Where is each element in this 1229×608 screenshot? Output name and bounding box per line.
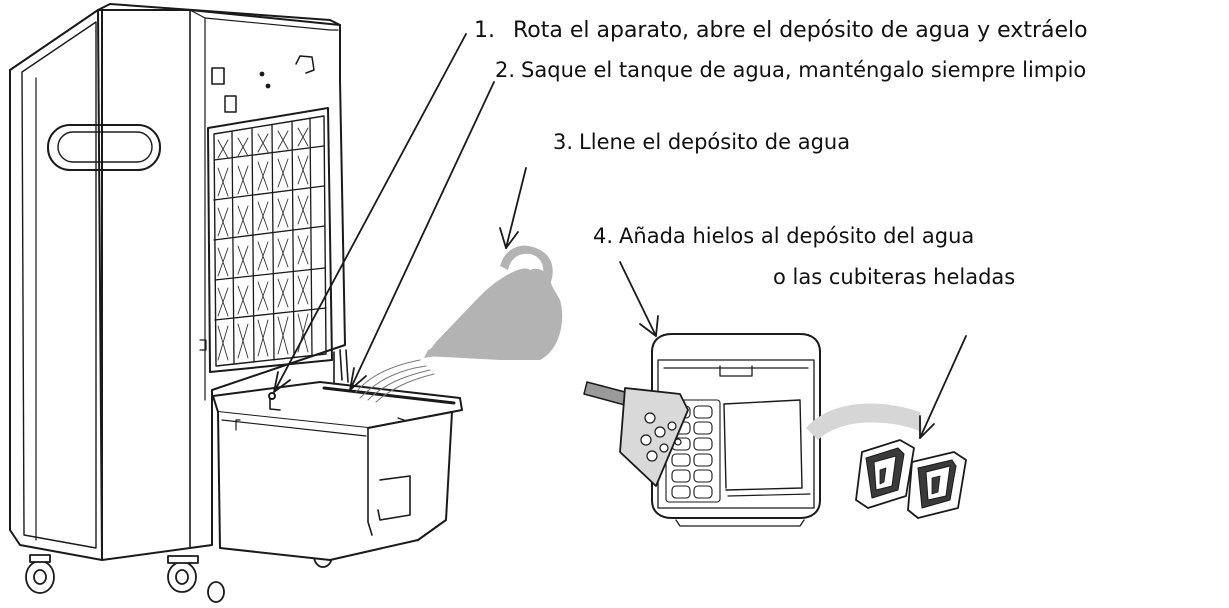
- step-2-label: 2.Saque el tanque de agua, manténgalo si…: [495, 60, 1086, 81]
- ice-flow-arrow-icon: [806, 403, 922, 440]
- watering-can-icon: [424, 245, 563, 360]
- step-2-text: Saque el tanque de agua, manténgalo siem…: [521, 58, 1087, 82]
- step-4-text: Añada hielos al depósito del agua: [619, 224, 975, 248]
- arrow-step-2: [349, 81, 495, 391]
- ice-tray-tank-icon: [651, 333, 821, 527]
- step-4-number: 4.: [593, 224, 614, 248]
- arrow-step-1: [273, 33, 467, 393]
- arrow-ice-packs: [919, 335, 967, 439]
- step-3-text: Llene el depósito de agua: [579, 130, 851, 154]
- step-3-number: 3.: [553, 130, 574, 154]
- step-2-number: 2.: [495, 58, 516, 82]
- step-1-number: 1.: [474, 18, 495, 43]
- step-1-label: 1. Rota el aparato, abre el depósito de a…: [474, 20, 1088, 42]
- arrow-step-3: [499, 167, 527, 249]
- step-4-label: 4.Añada hielos al depósito del agua: [593, 226, 974, 247]
- arrow-step-4: [619, 261, 659, 337]
- water-tank-icon: [212, 349, 463, 561]
- step-1-text: Rota el aparato, abre el depósito de agu…: [513, 18, 1088, 43]
- air-cooler-unit-icon: [9, 3, 346, 603]
- ice-packs-icon: [855, 439, 967, 519]
- step-3-label: 3.Llene el depósito de agua: [553, 132, 850, 153]
- step-4-continuation: o las cubiteras heladas: [773, 265, 1016, 289]
- ice-scoop-icon: [583, 381, 689, 487]
